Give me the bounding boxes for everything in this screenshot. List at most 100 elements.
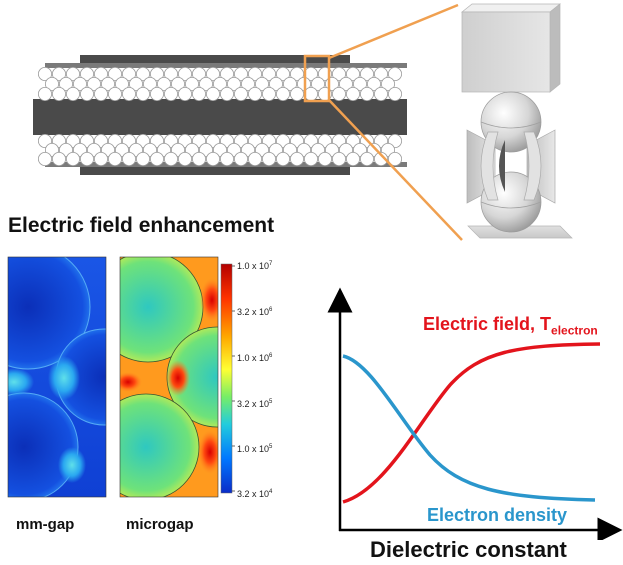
packing-bead: [205, 151, 220, 166]
packing-bead: [115, 77, 130, 92]
colorbar-label: 3.2 x 106: [237, 307, 273, 317]
packing-bead: [289, 67, 304, 82]
packing-bead: [122, 151, 137, 166]
packing-bead: [352, 77, 367, 92]
packing-bead: [338, 77, 353, 92]
packing-bead: [198, 77, 213, 92]
packing-bead: [373, 67, 388, 82]
packing-bead: [191, 151, 206, 166]
zoom-line-upper: [328, 3, 459, 60]
figure-title: Electric field enhancement: [8, 214, 275, 237]
packing-bead: [66, 151, 81, 166]
packing-bead: [205, 67, 220, 82]
packing-bead: [233, 151, 248, 166]
packing-bead: [52, 87, 67, 102]
packing-bead: [261, 67, 276, 82]
packing-bead: [275, 67, 290, 82]
packing-bead: [261, 87, 276, 102]
dielectric-layer-top: [45, 63, 407, 68]
electron-density-curve: [342, 354, 596, 502]
packing-bead: [108, 87, 123, 102]
packing-bead: [80, 67, 95, 82]
packing-bead: [233, 87, 248, 102]
packing-bead: [191, 87, 206, 102]
packing-bead: [247, 87, 262, 102]
packing-bead: [163, 151, 178, 166]
packing-bead: [226, 77, 241, 92]
packing-bead: [219, 87, 234, 102]
packing-bead: [38, 87, 53, 102]
packing-bead: [156, 77, 171, 92]
packing-bead: [359, 67, 374, 82]
packing-bead: [345, 67, 360, 82]
colorbar-label: 1.0 x 106: [237, 353, 273, 363]
packing-bead: [345, 151, 360, 166]
packing-bead: [331, 67, 346, 82]
packing-bead: [177, 67, 192, 82]
packing-bead: [170, 77, 185, 92]
packing-bead: [94, 87, 109, 102]
packing-bead: [52, 151, 67, 166]
zoom-box: [303, 54, 331, 103]
packing-bead: [59, 77, 74, 92]
packing-bead: [52, 67, 67, 82]
packing-bead: [387, 87, 402, 102]
outer-electrode-bottom: [80, 167, 350, 175]
colorbar-label: 1.0 x 105: [237, 444, 273, 454]
packed-beads-top: [38, 67, 402, 102]
packing-bead: [359, 151, 374, 166]
packing-bead: [94, 67, 109, 82]
packing-bead: [254, 77, 269, 92]
colorbar-label: 3.2 x 104: [237, 489, 273, 499]
outer-electrode-top: [80, 55, 350, 63]
electron-density-label: Electron density: [427, 505, 568, 525]
packing-bead: [142, 77, 157, 92]
packing-bead: [345, 87, 360, 102]
packing-bead: [122, 87, 137, 102]
electric-field-curve: [342, 342, 601, 504]
packing-bead: [331, 87, 346, 102]
packing-bead: [219, 151, 234, 166]
packing-bead: [303, 87, 318, 102]
unit-cell-model: [461, 3, 573, 239]
packing-bead: [94, 151, 109, 166]
packing-bead: [66, 87, 81, 102]
packed-beads-bottom: [38, 133, 402, 166]
packing-bead: [149, 87, 164, 102]
x-axis-title: Dielectric constant: [370, 537, 567, 562]
packing-bead: [247, 67, 262, 82]
packing-bead: [331, 151, 346, 166]
packing-bead: [163, 87, 178, 102]
packing-bead: [108, 151, 123, 166]
packing-bead: [108, 67, 123, 82]
packing-bead: [359, 87, 374, 102]
packing-bead: [87, 77, 102, 92]
colorbar-label: 3.2 x 105: [237, 399, 273, 409]
reactor-schematic: [33, 3, 573, 241]
packing-bead: [177, 151, 192, 166]
field-maps: [7, 256, 235, 498]
packing-bead: [240, 77, 255, 92]
packing-bead: [177, 87, 192, 102]
packing-bead: [373, 87, 388, 102]
packing-bead: [387, 151, 402, 166]
packing-bead: [268, 77, 283, 92]
packing-bead: [184, 77, 199, 92]
packing-bead: [149, 151, 164, 166]
packing-bead: [282, 77, 297, 92]
packing-bead: [380, 77, 395, 92]
packing-bead: [233, 67, 248, 82]
packing-bead: [135, 87, 150, 102]
packing-bead: [219, 67, 234, 82]
packing-bead: [366, 77, 381, 92]
trend-chart: [327, 287, 623, 540]
packing-bead: [149, 67, 164, 82]
packing-bead: [191, 67, 206, 82]
packing-bead: [261, 151, 276, 166]
electric-field-label: Electric field, Telectron: [423, 314, 598, 338]
packing-bead: [135, 67, 150, 82]
packing-bead: [73, 77, 88, 92]
packing-bead: [303, 151, 318, 166]
packing-bead: [289, 151, 304, 166]
packing-bead: [310, 77, 325, 92]
